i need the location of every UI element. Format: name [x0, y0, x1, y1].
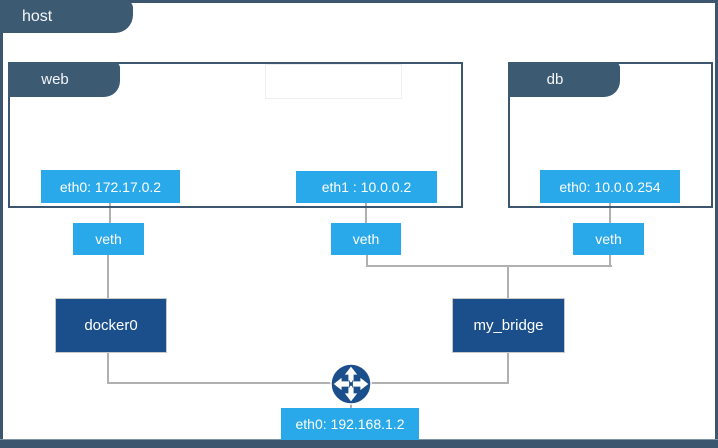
interface-web-eth0-label: eth0: 172.17.0.2	[59, 178, 162, 195]
bridge-docker0-label: docker0	[84, 317, 138, 334]
connection-line-bus-mybridge	[507, 267, 509, 298]
host-frame-left	[0, 0, 3, 448]
veth-db-eth0: veth	[573, 223, 644, 255]
ghost-rectangle	[265, 64, 402, 99]
interface-web-eth0: eth0: 172.17.0.2	[41, 170, 180, 203]
interface-host-eth0: eth0: 192.168.1.2	[281, 408, 419, 440]
bridge-my-bridge: my_bridge	[452, 298, 565, 353]
host-frame-right	[715, 0, 718, 448]
veth-label: veth	[595, 231, 622, 247]
interface-db-eth0-label: eth0: 10.0.0.254	[559, 178, 661, 195]
host-tab: host	[0, 0, 133, 33]
container-db-tab: db	[508, 62, 620, 97]
connection-line-veth3-bus	[609, 255, 611, 267]
connection-line-bridges-router	[107, 382, 509, 384]
interface-db-eth0: eth0: 10.0.0.254	[540, 170, 680, 203]
veth-label: veth	[352, 231, 380, 247]
connection-line-veth-docker0	[107, 255, 109, 298]
connection-line-eth1web-veth	[365, 203, 367, 223]
connection-line-eth0db-veth	[609, 203, 611, 223]
veth-label: veth	[95, 231, 122, 247]
connection-line-docker0-down	[107, 353, 109, 384]
host-label: host	[22, 8, 53, 25]
container-db-label: db	[546, 71, 564, 88]
container-web-tab: web	[8, 62, 120, 97]
container-web-label: web	[41, 71, 69, 88]
connection-line-eth0web-veth	[109, 203, 111, 223]
host-frame-top	[0, 0, 718, 3]
interface-host-eth0-label: eth0: 192.168.1.2	[295, 416, 405, 432]
bridge-docker0: docker0	[55, 298, 167, 353]
veth-web-eth0: veth	[73, 223, 144, 255]
interface-web-eth1-label: eth1 : 10.0.0.2	[321, 179, 412, 195]
veth-web-eth1: veth	[331, 223, 401, 255]
interface-web-eth1: eth1 : 10.0.0.2	[296, 171, 437, 203]
host-frame-bottom	[0, 439, 718, 448]
connection-line-bus-horizontal	[366, 265, 612, 267]
connection-line-mybridge-down	[507, 353, 509, 382]
router-icon	[329, 362, 373, 406]
connection-line-router-eth0host	[350, 403, 352, 409]
connection-line-veth2-bus	[366, 255, 368, 267]
container-web	[8, 62, 463, 208]
bridge-my-bridge-label: my_bridge	[473, 317, 544, 334]
router-cross-arrows-icon	[330, 363, 372, 405]
